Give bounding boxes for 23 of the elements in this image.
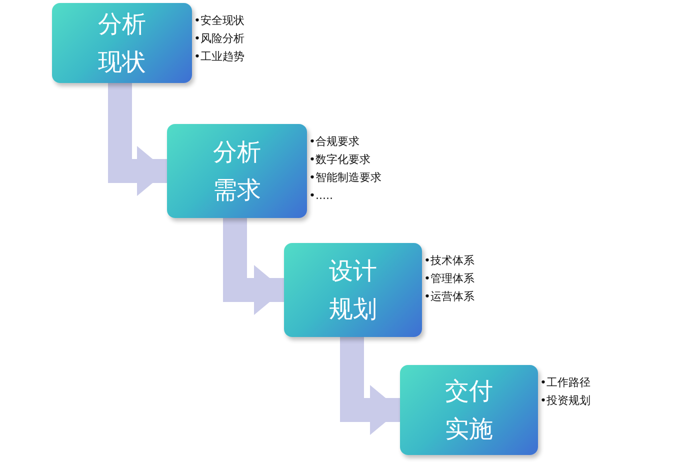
bullet-item: •运营体系	[424, 289, 474, 305]
bullet-item: •智能制造要求	[309, 170, 382, 186]
step-title: 分析现状	[96, 9, 147, 78]
bullet-item: •安全现状	[194, 13, 244, 29]
bullet-item: •合规要求	[309, 134, 360, 150]
step-title: 交付实施	[444, 376, 494, 445]
bullet-item: •数字化要求	[309, 152, 372, 168]
bullet-item: •投资规划	[540, 393, 590, 409]
bullet-item: •.....	[309, 188, 334, 204]
bullet-item: •管理体系	[424, 271, 474, 287]
bullet-item: •风险分析	[194, 31, 244, 47]
step-title: 设计规划	[328, 256, 378, 325]
bullet-item: •工业趋势	[194, 49, 244, 65]
step-title: 分析需求	[212, 137, 262, 206]
process-box	[284, 243, 422, 337]
process-box	[400, 365, 538, 455]
bullet-item: •工作路径	[540, 375, 590, 391]
bent-arrow	[223, 218, 284, 315]
process-box	[52, 3, 192, 83]
bent-arrow	[108, 83, 167, 196]
process-box	[167, 124, 307, 218]
bent-arrow	[340, 337, 400, 435]
bullet-item: •技术体系	[424, 253, 474, 269]
